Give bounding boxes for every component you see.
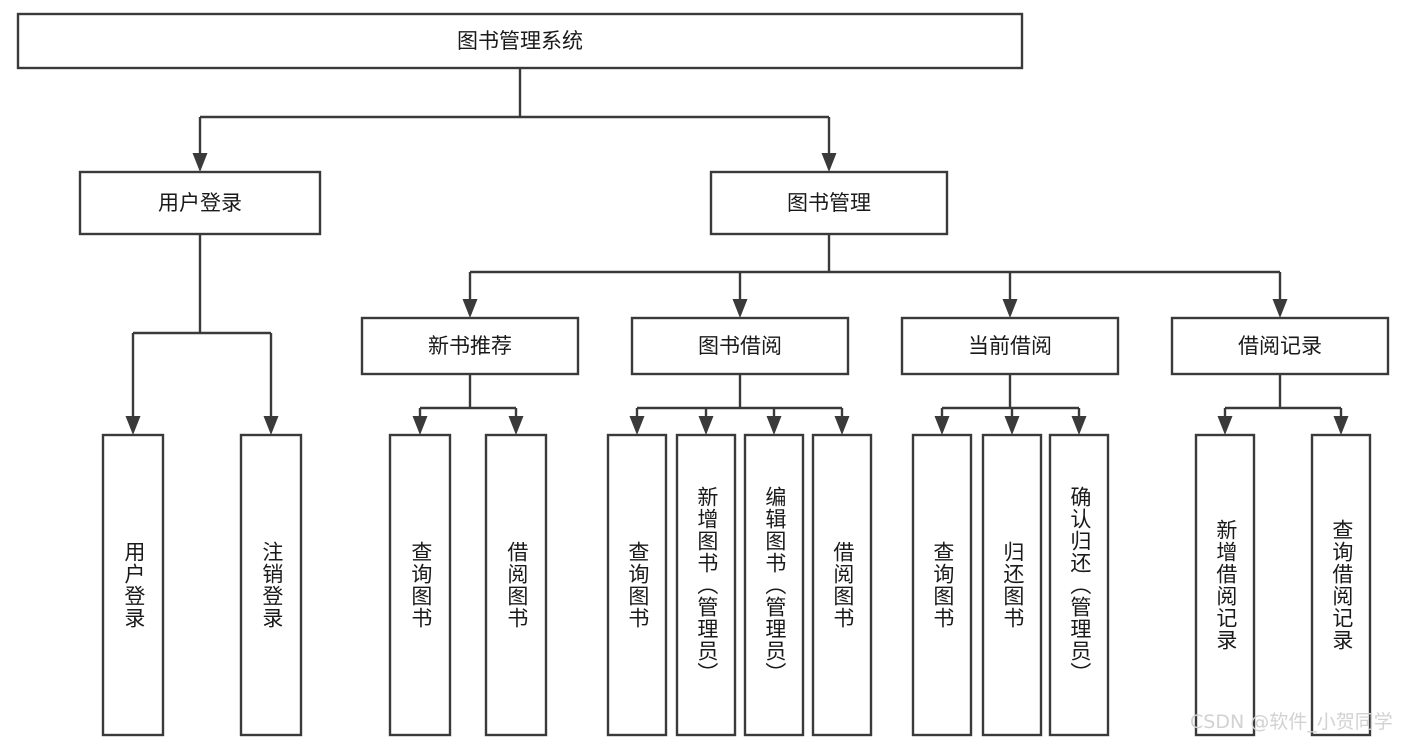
node-level3-label-1: 图书借阅 [698, 334, 782, 358]
node-level2-1[interactable] [709, 170, 949, 236]
watermark-text: CSDN @软件_小贺同学 [1190, 711, 1393, 733]
node-leaf-1[interactable] [239, 433, 303, 737]
node-level2-label-0: 用户登录 [158, 191, 242, 215]
node-level3-0[interactable] [360, 316, 580, 376]
connector-arrowhead [629, 416, 645, 435]
node-leaf-8[interactable] [911, 433, 973, 737]
node-leaf-3[interactable] [484, 433, 548, 737]
connector-arrowhead [125, 416, 141, 435]
node-leaf-12[interactable] [1310, 433, 1372, 737]
connector-arrowhead [766, 416, 782, 435]
node-leaf-7[interactable] [811, 433, 873, 737]
boxes-layer [16, 12, 1390, 737]
connector-arrowhead [412, 416, 428, 435]
node-level2-label-1: 图书管理 [787, 191, 871, 215]
connector-arrowhead [1071, 416, 1087, 435]
node-level2-0[interactable] [78, 170, 322, 236]
node-leaf-2[interactable] [388, 433, 452, 737]
connector-arrowhead [263, 416, 279, 435]
node-level3-label-3: 借阅记录 [1238, 334, 1322, 358]
connector-arrowhead [1333, 416, 1349, 435]
node-leaf-6[interactable] [743, 433, 805, 737]
node-root[interactable] [16, 12, 1024, 70]
node-leaf-9[interactable] [981, 433, 1043, 737]
connector-arrowhead [192, 153, 208, 172]
connector-arrowhead [508, 416, 524, 435]
connector-arrowhead [821, 153, 837, 172]
node-level3-label-0: 新书推荐 [428, 334, 512, 358]
node-leaf-0[interactable] [101, 433, 165, 737]
connector-arrowhead [1004, 416, 1020, 435]
connector-arrowhead [834, 416, 850, 435]
connector-arrowhead [462, 299, 478, 318]
node-leaf-4[interactable] [606, 433, 668, 737]
node-leaf-5[interactable] [675, 433, 737, 737]
connector-arrowhead [1002, 299, 1018, 318]
connector-arrowhead [934, 416, 950, 435]
node-level3-3[interactable] [1170, 316, 1390, 376]
connector-arrowhead [698, 416, 714, 435]
node-root-label: 图书管理系统 [457, 29, 583, 53]
connector-arrowhead [732, 299, 748, 318]
node-level3-1[interactable] [630, 316, 850, 376]
node-level3-2[interactable] [900, 316, 1120, 376]
connector-arrowhead [1272, 299, 1288, 318]
node-leaf-10[interactable] [1048, 433, 1110, 737]
connectors-layer [125, 68, 1349, 435]
connector-arrowhead [1217, 416, 1233, 435]
node-level3-label-2: 当前借阅 [968, 334, 1052, 358]
node-leaf-11[interactable] [1194, 433, 1256, 737]
